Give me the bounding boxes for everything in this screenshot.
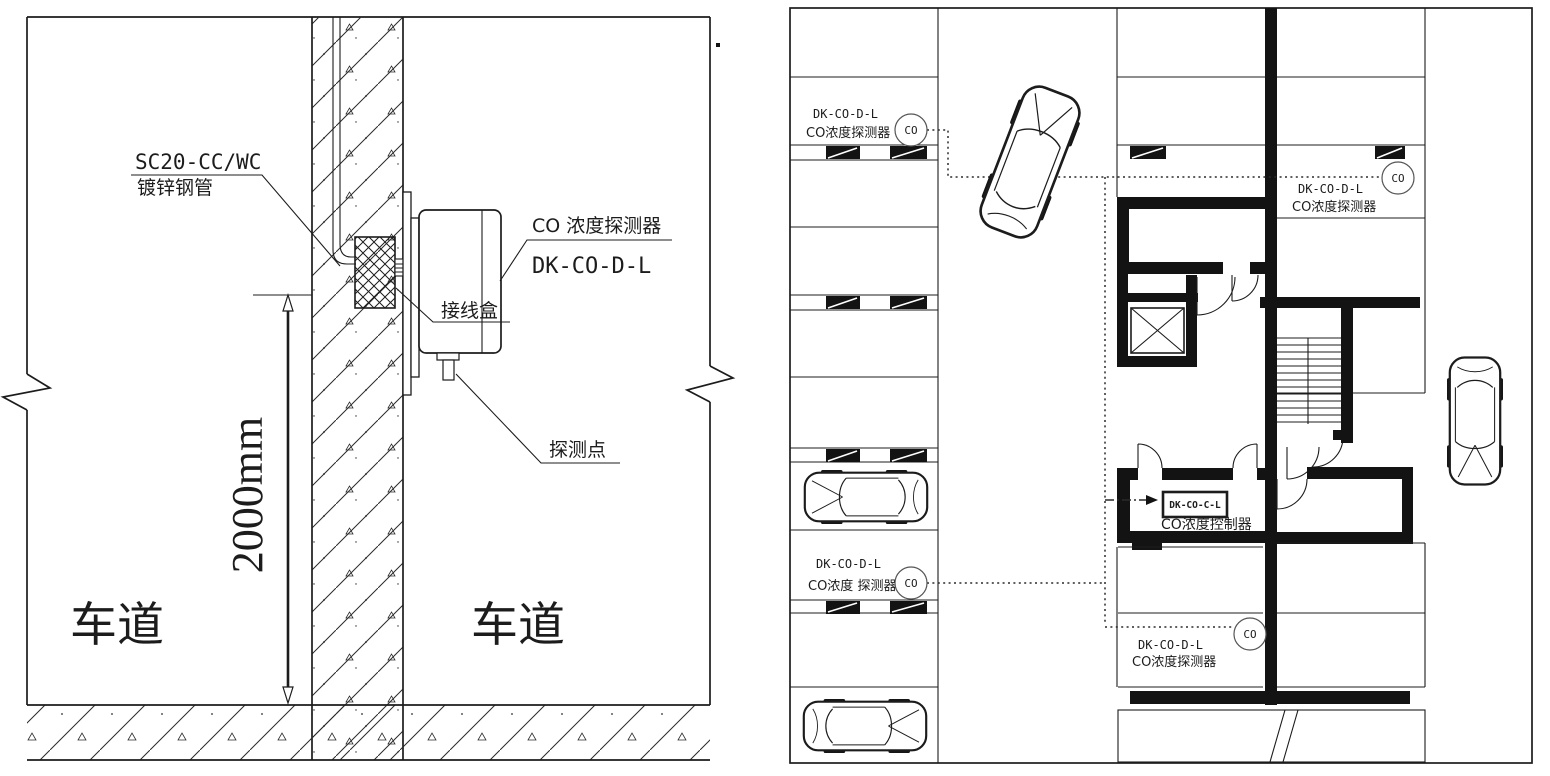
lane-label-right: 车道	[471, 598, 565, 653]
controller-feed-arrow	[1146, 495, 1158, 505]
detector-name-text: CO浓度探测器	[806, 125, 890, 141]
staircase	[1277, 303, 1353, 443]
parking-column-left	[790, 8, 939, 763]
elevator-x-mark	[1130, 307, 1185, 354]
parking-columns-bottom	[1116, 542, 1426, 763]
detector-model-text: DK-CO-D-L	[1298, 182, 1363, 196]
detector-wiring	[927, 129, 1382, 628]
detection-point-leader-line	[455, 373, 620, 464]
lane-label-left: 车道	[70, 598, 164, 653]
co-symbol-circle	[1233, 617, 1267, 651]
ramp-slope-lines	[1269, 709, 1299, 763]
detector-top-left: DK-CO-D-L CO浓度探测器 CO	[806, 107, 928, 147]
dimension-arrow-up	[282, 292, 294, 312]
junction-box-callout: 接线盒	[395, 287, 510, 323]
co-symbol-text: CO	[1243, 628, 1256, 641]
elevator-shaft	[1130, 307, 1185, 354]
detector-model-text: DK-CO-D-L	[813, 107, 878, 121]
co-controller: DK-CO-C-L CO浓度控制器	[1161, 490, 1252, 533]
co-symbol-circle	[894, 113, 928, 147]
equipment-room-right	[1276, 467, 1413, 544]
door-arc	[1137, 443, 1163, 469]
controller-name-text: CO浓度控制器	[1161, 517, 1252, 533]
car-parked-left-lower	[802, 699, 928, 753]
detector-callout: CO 浓度探测器 DK-CO-D-L	[499, 215, 672, 282]
detector-bottom: CO DK-CO-D-L CO浓度探测器	[1132, 617, 1267, 670]
parking-columns-top	[1116, 8, 1426, 394]
central-wall	[1265, 8, 1277, 705]
floor-plan-view: DK-CO-C-L CO浓度控制器 DK-C	[789, 7, 1533, 764]
junction-box-label: 接线盒	[441, 300, 498, 322]
co-symbol-circle	[1381, 161, 1415, 195]
wheel-stops	[826, 146, 927, 614]
installation-detail-view: SC20-CC/WC 镀锌钢管 CO 浓度探测器 DK-CO-D-L 接线盒 探…	[0, 16, 736, 761]
galvanized-conduit	[332, 17, 356, 265]
conduit-label-line1: SC20-CC/WC	[135, 150, 261, 174]
car-driving-tilted	[970, 78, 1090, 246]
ramp-area	[1117, 709, 1426, 763]
break-mark-left	[0, 373, 53, 411]
detector-mid-left: DK-CO-D-L CO浓度 探测器 CO	[808, 557, 928, 600]
dimension-text: 2000mm	[223, 417, 272, 573]
detection-point-stub	[442, 359, 455, 381]
floor-slab	[27, 704, 710, 761]
conduit-callout: SC20-CC/WC 镀锌钢管	[131, 150, 341, 267]
co-symbol-circle	[894, 566, 928, 600]
bottom-wall-bar	[1130, 691, 1410, 704]
door-arc	[1276, 478, 1308, 510]
detection-point-callout: 探测点	[455, 373, 620, 464]
detector-name-text: CO浓度探测器	[1132, 654, 1216, 670]
junction-box-leader-line	[395, 287, 510, 323]
detector-label-line2: DK-CO-D-L	[532, 254, 651, 279]
detector-top-right: CO DK-CO-D-L CO浓度探测器	[1292, 161, 1415, 215]
break-mark-right	[684, 365, 736, 403]
core-area	[1117, 197, 1353, 480]
conduit-label-line2: 镀锌钢管	[137, 177, 213, 199]
height-dimension: 2000mm	[223, 292, 312, 706]
detector-name-text: CO浓度探测器	[1292, 199, 1376, 215]
mounting-plate	[402, 191, 420, 396]
co-symbol-text: CO	[904, 577, 917, 590]
controller-room: DK-CO-C-L CO浓度控制器	[1105, 443, 1267, 550]
controller-model-text: DK-CO-C-L	[1169, 500, 1221, 511]
junction-box	[354, 236, 396, 309]
concrete-wall	[311, 17, 404, 760]
car-parked-left-upper	[803, 470, 929, 524]
wiring-top-run	[927, 129, 1382, 178]
detector-label-line1: CO 浓度探测器	[532, 215, 661, 237]
conduit-leader-line	[131, 174, 341, 267]
detector-model-text: DK-CO-D-L	[816, 557, 881, 571]
shear-wall-bar	[1260, 297, 1420, 308]
detector-name-text: CO浓度 探测器	[808, 578, 896, 594]
sensor-stub-cap	[436, 352, 460, 361]
dimension-arrow-down	[282, 686, 294, 706]
door-arc	[1232, 443, 1258, 469]
detector-leader-line	[499, 239, 672, 282]
co-symbol-text: CO	[1391, 172, 1404, 185]
co-detector-device	[418, 209, 502, 381]
detection-point-label: 探测点	[549, 439, 606, 461]
car-driving-right-lane	[1447, 356, 1503, 486]
plan-outer-border	[789, 7, 1533, 764]
co-symbol-text: CO	[904, 124, 917, 137]
detector-model-text: DK-CO-D-L	[1138, 638, 1203, 652]
stray-dot	[716, 43, 720, 47]
